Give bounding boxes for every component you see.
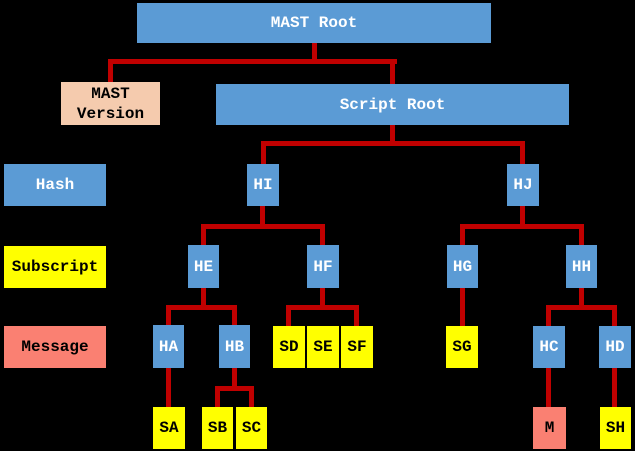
node-hh: HH bbox=[566, 245, 597, 288]
node-sa: SA bbox=[153, 407, 185, 449]
connector bbox=[201, 224, 325, 229]
node-ha: HA bbox=[153, 325, 184, 368]
connector bbox=[579, 288, 584, 307]
connector bbox=[520, 141, 525, 164]
node-mast-version: MAST Version bbox=[61, 82, 160, 125]
connector bbox=[232, 368, 237, 388]
node-hc: HC bbox=[533, 326, 565, 368]
node-mast-root: MAST Root bbox=[137, 3, 491, 43]
node-hi: HI bbox=[247, 164, 279, 206]
connector bbox=[320, 288, 325, 307]
connector bbox=[201, 288, 206, 307]
connector bbox=[579, 224, 584, 245]
node-sh: SH bbox=[600, 407, 631, 449]
node-se: SE bbox=[307, 326, 339, 368]
connector bbox=[390, 59, 395, 84]
node-m: M bbox=[533, 407, 566, 449]
connector bbox=[354, 305, 359, 326]
connector bbox=[460, 288, 465, 326]
connector bbox=[249, 386, 254, 407]
connector bbox=[261, 141, 266, 164]
connector bbox=[286, 305, 359, 310]
node-script-root: Script Root bbox=[216, 84, 569, 125]
node-sf: SF bbox=[341, 326, 373, 368]
node-sd: SD bbox=[273, 326, 305, 368]
node-hf: HF bbox=[307, 245, 339, 288]
connector bbox=[460, 224, 465, 245]
connector bbox=[215, 386, 220, 407]
node-sb: SB bbox=[202, 407, 233, 449]
connector bbox=[166, 368, 171, 407]
connector bbox=[108, 59, 397, 64]
legend-message: Message bbox=[4, 326, 106, 368]
node-hg: HG bbox=[447, 245, 478, 288]
connector bbox=[546, 305, 617, 310]
connector bbox=[546, 368, 551, 407]
connector bbox=[612, 368, 617, 407]
connector bbox=[232, 305, 237, 325]
connector bbox=[215, 386, 254, 391]
connector bbox=[260, 206, 265, 226]
connector bbox=[261, 141, 525, 146]
connector bbox=[166, 305, 237, 310]
connector bbox=[390, 124, 395, 143]
node-hj: HJ bbox=[507, 164, 539, 206]
legend-subscript: Subscript bbox=[4, 246, 106, 288]
node-hb: HB bbox=[219, 325, 250, 368]
node-hd: HD bbox=[599, 326, 631, 368]
connector bbox=[312, 43, 317, 62]
connector bbox=[546, 305, 551, 326]
connector bbox=[201, 224, 206, 245]
node-he: HE bbox=[188, 245, 219, 288]
node-sg: SG bbox=[446, 326, 478, 368]
connector bbox=[166, 305, 171, 325]
node-sc: SC bbox=[236, 407, 267, 449]
legend-hash: Hash bbox=[4, 164, 106, 206]
connector bbox=[108, 59, 113, 82]
connector bbox=[286, 305, 291, 326]
connector bbox=[460, 224, 584, 229]
connector bbox=[612, 305, 617, 326]
connector bbox=[320, 224, 325, 245]
connector bbox=[520, 206, 525, 226]
